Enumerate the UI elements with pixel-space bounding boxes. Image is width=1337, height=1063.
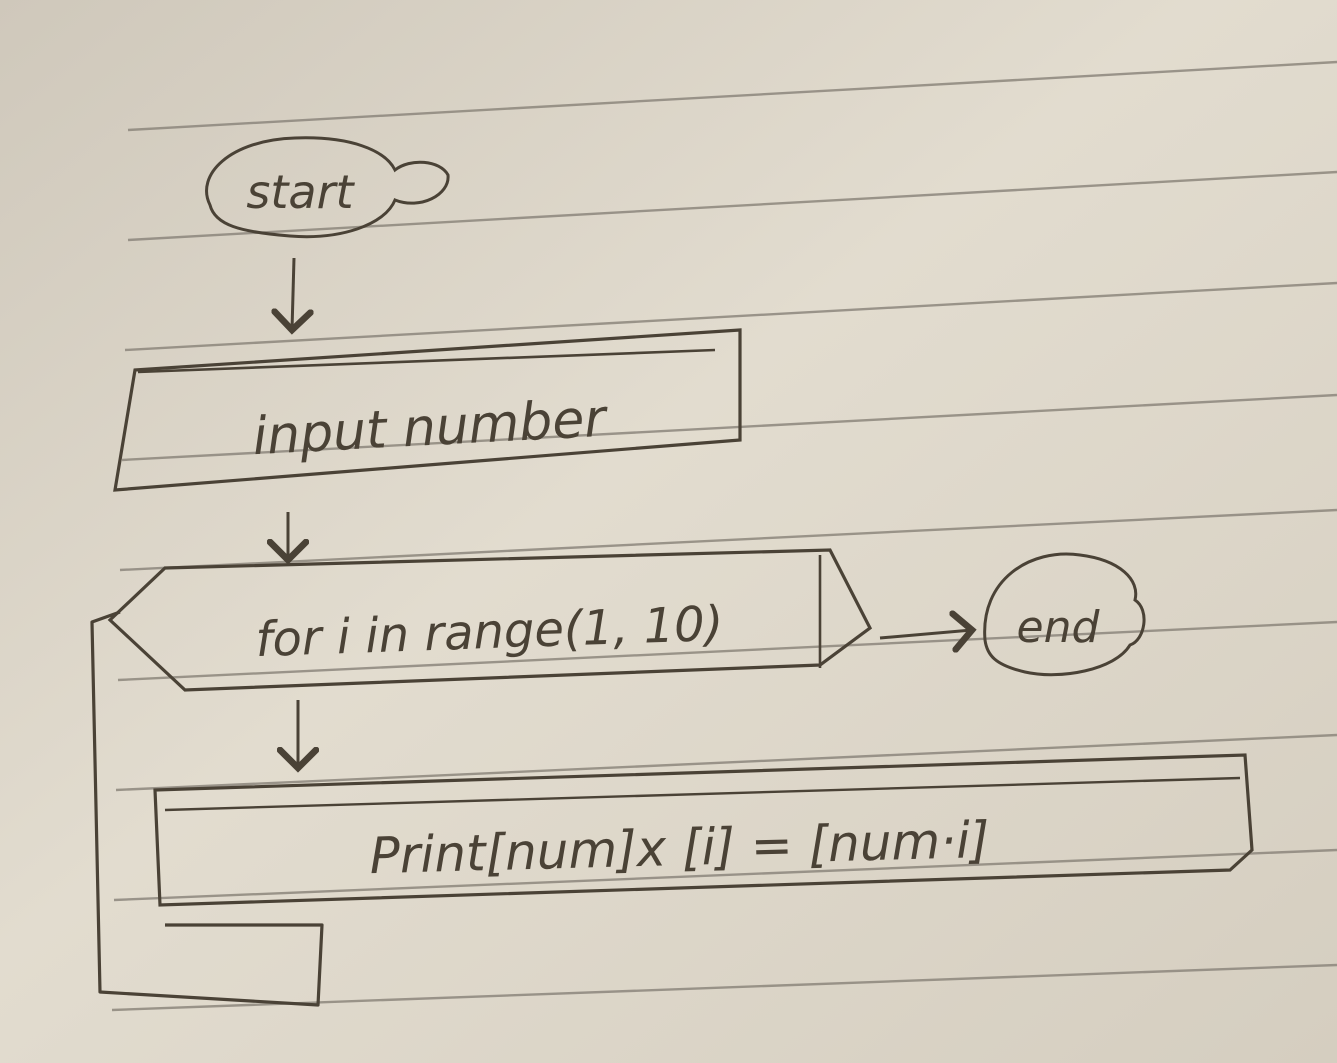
- start-label: start: [246, 165, 355, 219]
- input-parallelogram: [113, 328, 742, 492]
- end-node: end: [983, 552, 1146, 677]
- end-label: end: [1017, 602, 1101, 653]
- arrow-loop-to-end: [879, 630, 972, 638]
- start-node: start: [205, 136, 450, 239]
- ruled-lines: [111, 60, 1337, 1012]
- start-oval: [205, 136, 450, 239]
- end-oval: [983, 552, 1146, 677]
- print-rectangle: [153, 753, 1254, 907]
- arrow-start-to-input: [292, 257, 294, 330]
- loop-back-line: [90, 610, 324, 1007]
